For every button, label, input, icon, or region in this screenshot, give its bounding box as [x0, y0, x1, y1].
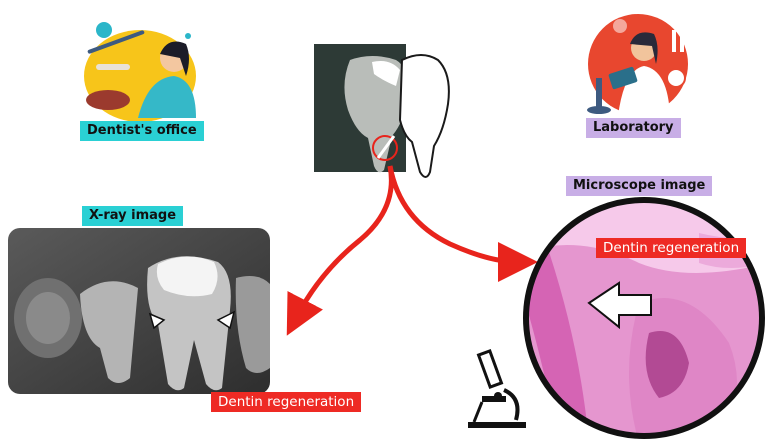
- xray-image-label: X-ray image: [82, 206, 184, 226]
- xray-image: [8, 228, 270, 394]
- microscope-icon: [468, 349, 526, 428]
- dentist-office-label: Dentist's office: [80, 121, 204, 141]
- dentist-illustration-icon: [84, 22, 196, 122]
- arrow-to-xray: [286, 165, 394, 336]
- tooth-xray-icon: [314, 44, 450, 178]
- dentin-regeneration-xray-label: Dentin regeneration: [211, 392, 362, 412]
- laboratory-illustration-icon: [587, 14, 692, 116]
- laboratory-label: Laboratory: [586, 118, 681, 138]
- arrow-to-microscope: [387, 165, 538, 282]
- dentin-regeneration-microscope-label: Dentin regeneration: [596, 238, 747, 258]
- microscope-image-label: Microscope image: [566, 176, 713, 196]
- microscope-image: [523, 197, 765, 439]
